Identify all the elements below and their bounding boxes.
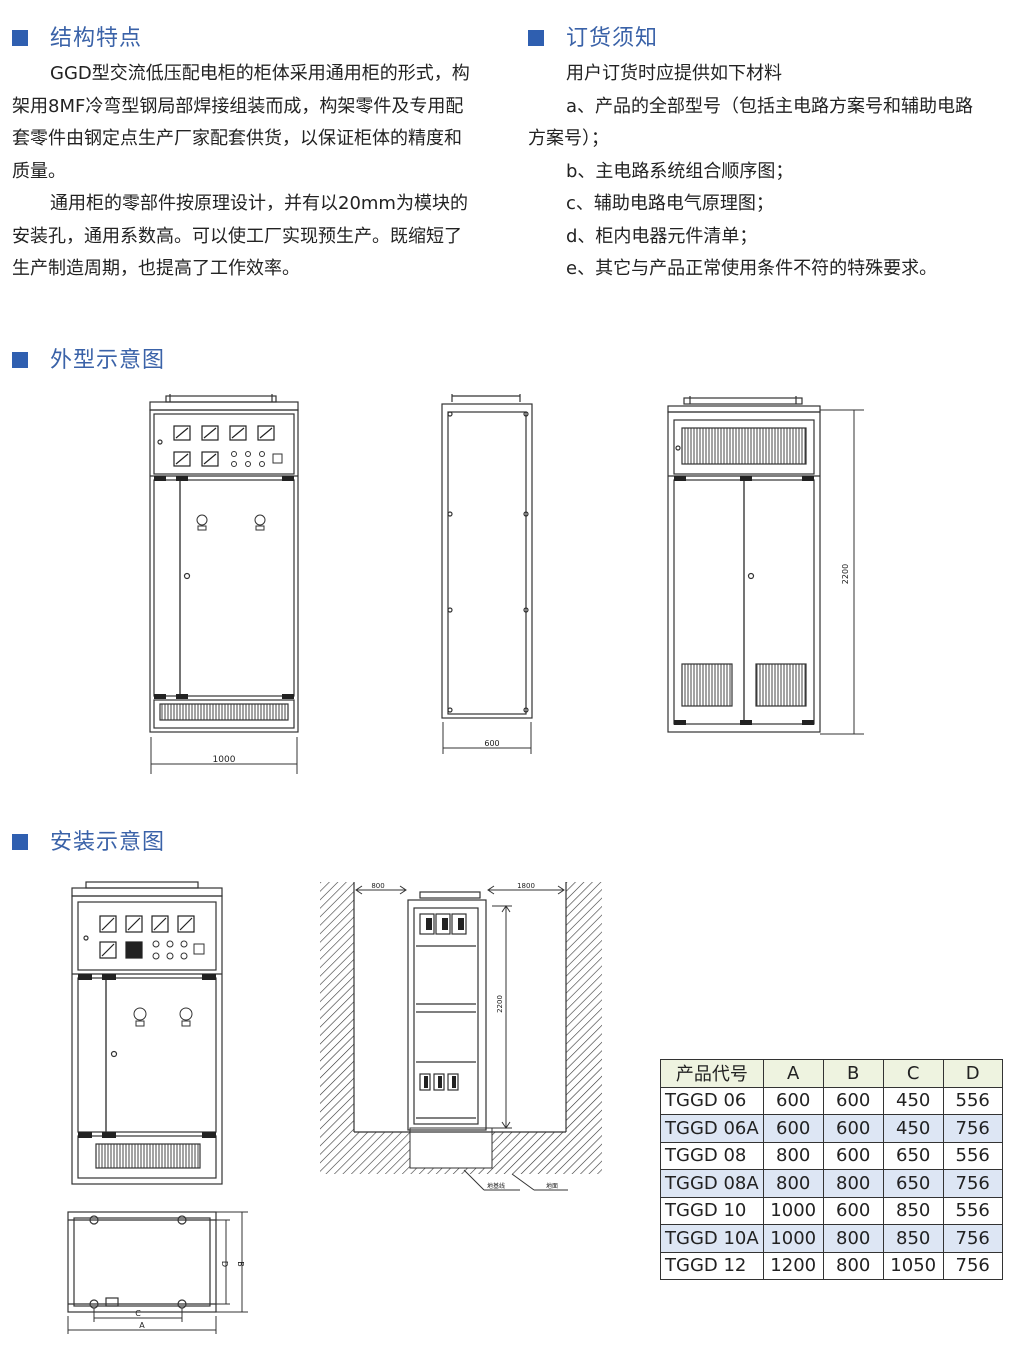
section-title-ordering: 订货须知	[528, 20, 658, 52]
table-row: TGGD 12 1200 800 1050 756	[660, 1251, 1003, 1280]
spec-table-header-row: 产品代号 A B C D	[660, 1059, 1003, 1088]
cell-code: TGGD 08A	[660, 1169, 764, 1198]
callout-foundation-line: 地基线	[487, 1182, 505, 1190]
cell-b: 800	[822, 1224, 884, 1253]
cell-code: TGGD 10	[660, 1196, 764, 1225]
plan-dim-c: C	[135, 1309, 141, 1318]
spec-table: 产品代号 A B C D TGGD 06 600 600 450 556 TGG…	[660, 1059, 1003, 1280]
cell-a: 600	[762, 1086, 824, 1115]
square-bullet-icon	[12, 352, 28, 368]
plan-dim-d: D	[220, 1261, 229, 1267]
cell-code: TGGD 08	[660, 1141, 764, 1170]
plan-dim-b: B	[236, 1261, 245, 1267]
table-row: TGGD 10 1000 600 850 556	[660, 1196, 1003, 1225]
ordering-list: 用户订货时应提供如下材料 a、产品的全部型号（包括主电路方案号和辅助电路方案号）…	[528, 58, 990, 286]
cell-a: 600	[762, 1114, 824, 1143]
installation-front-view-drawing	[71, 881, 223, 1185]
cell-a: 1000	[762, 1224, 824, 1253]
cell-a: 1000	[762, 1196, 824, 1225]
structure-text: GGD型交流低压配电柜的柜体采用通用柜的形式，构架用8MF冷弯型钢局部焊接组装而…	[12, 58, 474, 286]
ordering-item-b: b、主电路系统组合顺序图；	[566, 160, 794, 182]
col-header-d: D	[942, 1059, 1003, 1088]
cell-b: 800	[822, 1169, 884, 1198]
cell-c: 450	[882, 1114, 944, 1143]
cell-d: 756	[942, 1114, 1003, 1143]
install-dim-left: 800	[371, 882, 384, 890]
col-header-c: C	[882, 1059, 944, 1088]
cell-a: 800	[762, 1141, 824, 1170]
cell-code: TGGD 06A	[660, 1114, 764, 1143]
cell-b: 800	[822, 1251, 884, 1280]
square-bullet-icon	[12, 30, 28, 46]
cell-c: 850	[882, 1196, 944, 1225]
cell-b: 600	[822, 1114, 884, 1143]
cell-d: 556	[942, 1196, 1003, 1225]
cabinet-side-view-drawing: 600	[441, 394, 533, 754]
table-row: TGGD 10A 1000 800 850 756	[660, 1224, 1003, 1253]
section-title-structure: 结构特点	[12, 20, 142, 52]
dim-width-label: 1000	[213, 755, 236, 765]
installation-plan-view-drawing: C A D B	[67, 1211, 248, 1334]
cell-c: 650	[882, 1141, 944, 1170]
dim-height-label: 2200	[841, 564, 850, 584]
table-row: TGGD 08 800 600 650 556	[660, 1141, 1003, 1170]
col-header-code: 产品代号	[660, 1059, 764, 1088]
cell-c: 850	[882, 1224, 944, 1253]
structure-paragraph-2: 通用柜的零部件按原理设计，并有以20mm为模块的安装孔，通用系数高。可以使工厂实…	[12, 193, 468, 279]
square-bullet-icon	[12, 834, 28, 850]
ordering-item-d: d、柜内电器元件清单；	[566, 225, 758, 247]
col-header-b: B	[822, 1059, 884, 1088]
cell-c: 650	[882, 1169, 944, 1198]
structure-paragraph-1: GGD型交流低压配电柜的柜体采用通用柜的形式，构架用8MF冷弯型钢局部焊接组装而…	[12, 63, 470, 182]
square-bullet-icon	[528, 30, 544, 46]
ordering-item-c: c、辅助电路电气原理图；	[566, 193, 774, 214]
table-row: TGGD 08A 800 800 650 756	[660, 1169, 1003, 1198]
cell-d: 756	[942, 1251, 1003, 1280]
table-row: TGGD 06A 600 600 450 756	[660, 1114, 1003, 1143]
ordering-item-a: a、产品的全部型号（包括主电路方案号和辅助电路方案号）；	[528, 95, 974, 150]
cell-code: TGGD 06	[660, 1086, 764, 1115]
dim-depth-label: 600	[484, 739, 499, 748]
cell-a: 1200	[762, 1251, 824, 1280]
cabinet-front-view-drawing: 1000	[149, 394, 299, 774]
ordering-item-e: e、其它与产品正常使用条件不符的特殊要求。	[566, 258, 938, 279]
callout-ground: 地面	[546, 1182, 558, 1190]
table-row: TGGD 06 600 600 450 556	[660, 1086, 1003, 1115]
install-dim-right: 1800	[517, 882, 535, 890]
section-title-outline: 外型示意图	[12, 342, 165, 374]
installation-section-drawing: 800 1800 2200 地基线 地面	[320, 882, 602, 1191]
ordering-intro: 用户订货时应提供如下材料	[566, 63, 782, 84]
cell-b: 600	[822, 1141, 884, 1170]
cell-d: 556	[942, 1086, 1003, 1115]
install-dim-height: 2200	[496, 995, 504, 1013]
cell-d: 756	[942, 1224, 1003, 1253]
cell-d: 756	[942, 1169, 1003, 1198]
section-title-installation: 安装示意图	[12, 824, 165, 856]
plan-dim-a: A	[139, 1321, 145, 1330]
cell-c: 450	[882, 1086, 944, 1115]
col-header-a: A	[762, 1059, 824, 1088]
cell-a: 800	[762, 1169, 824, 1198]
cell-code: TGGD 10A	[660, 1224, 764, 1253]
cell-c: 1050	[882, 1251, 944, 1280]
cell-b: 600	[822, 1086, 884, 1115]
cell-b: 600	[822, 1196, 884, 1225]
cell-d: 556	[942, 1141, 1003, 1170]
cabinet-rear-view-drawing: 2200	[667, 396, 864, 735]
cell-code: TGGD 12	[660, 1251, 764, 1280]
